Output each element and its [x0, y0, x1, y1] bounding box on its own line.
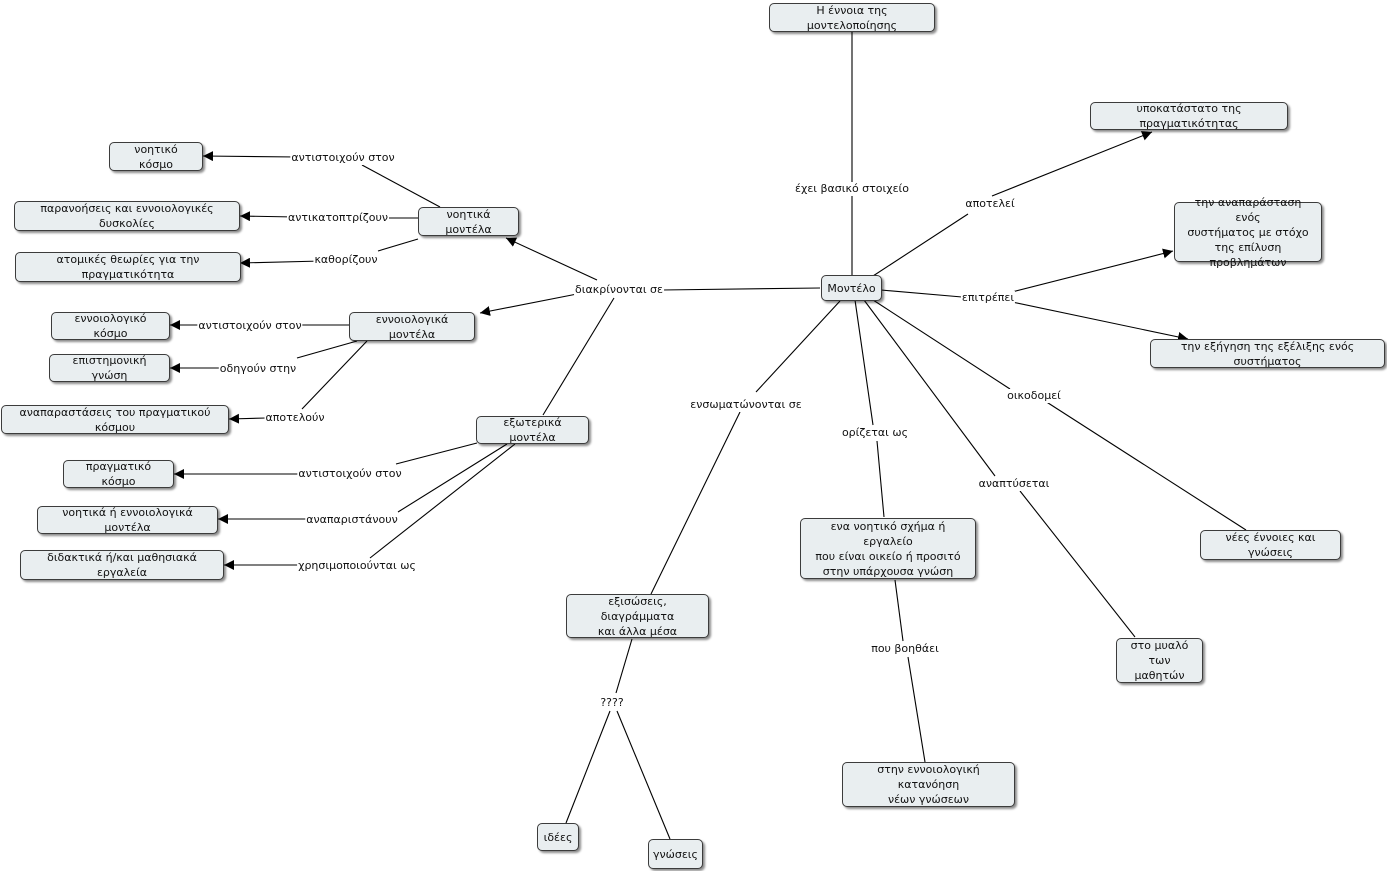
concept-node-scientific-knowledge[interactable]: επιστημονική γνώση: [49, 354, 170, 382]
link-line: [542, 297, 615, 416]
link-line: [202, 151, 298, 162]
link-line: [907, 656, 926, 763]
concept-node-mental-or-conceptual[interactable]: νοητικά ή εννοιολογικά μοντέλα: [37, 506, 218, 534]
link-line: [1011, 301, 1189, 342]
link-label-determine: καθορίζουν: [313, 253, 379, 267]
concept-node-didactic-tools[interactable]: διδακτικά ή/και μαθησιακά εργαλεία: [20, 550, 224, 580]
concept-node-individual-theories[interactable]: ατομικές θεωρίες για την πραγματικότητα: [15, 252, 241, 282]
link-line: [991, 131, 1153, 197]
link-label-builds: οικοδομεί: [1006, 389, 1062, 403]
link-line: [361, 164, 441, 208]
concept-node-new-concepts[interactable]: νέες έννοιες και γνώσεις: [1200, 530, 1341, 560]
link-line: [894, 579, 904, 642]
concept-node-real-world[interactable]: πραγματικό κόσμο: [63, 460, 174, 488]
concept-node-model[interactable]: Μοντέλο: [821, 275, 882, 301]
concept-node-modeling[interactable]: Η έννοια της μοντελοποίησης: [769, 3, 935, 32]
link-line: [228, 413, 267, 424]
link-line: [377, 238, 419, 252]
link-line: [395, 442, 478, 465]
link-line: [869, 297, 1011, 390]
link-label-develops: αναπτύσεται: [977, 477, 1051, 491]
concept-node-conceptual-models[interactable]: εννοιολογικά μοντέλα: [349, 312, 475, 341]
concept-node-misconceptions[interactable]: παρανοήσεις και εννοιολογικές δυσκολίες: [14, 201, 240, 231]
link-line: [1044, 400, 1247, 531]
link-label-lead-to: οδηγούν στην: [218, 362, 298, 376]
link-line: [872, 213, 969, 277]
link-label-defined-as: ορίζεται ως: [840, 426, 910, 440]
link-line: [876, 440, 885, 518]
link-line: [880, 289, 963, 298]
link-line: [615, 638, 633, 694]
link-line: [863, 299, 996, 477]
concept-node-mental-world[interactable]: νοητικό κόσμο: [109, 142, 203, 171]
link-line: [239, 211, 296, 222]
concept-node-representation[interactable]: την αναπαράσταση ενός συστήματος με στόχ…: [1174, 196, 1322, 269]
link-line: [565, 710, 611, 824]
link-line: [397, 443, 508, 513]
link-label-has-basic-element: έχει βασικό στοιχείο: [794, 182, 910, 196]
link-label-constitutes: αποτελεί: [964, 197, 1016, 211]
concept-node-representations[interactable]: αναπαραστάσεις του πραγματικού κόσμου: [1, 405, 229, 434]
link-line: [239, 257, 323, 268]
link-line: [479, 293, 578, 316]
link-line: [505, 237, 598, 281]
link-label-reflect: αντικατοπτρίζουν: [287, 211, 389, 225]
link-label-distinguished-into: διακρίνονται σε: [574, 283, 664, 297]
concept-node-ideas[interactable]: ιδέες: [537, 823, 579, 851]
link-line: [296, 340, 358, 359]
link-label-which-helps: που βοηθάει: [870, 642, 940, 656]
concept-node-mental-models[interactable]: νοητικά μοντέλα: [418, 207, 519, 236]
concept-node-substitute[interactable]: υποκατάστατο της πραγματικότητας: [1090, 102, 1288, 130]
link-line: [854, 299, 874, 426]
link-line: [1011, 248, 1174, 293]
link-label-constitute: αποτελούν: [264, 411, 326, 425]
link-label-incorporated-in: ενσωματώνονται σε: [689, 398, 803, 412]
concept-node-students-mind[interactable]: στο μυαλό των μαθητών: [1116, 638, 1203, 683]
concept-node-mental-schema[interactable]: ενα νοητικό σχήμα ή εργαλείο που είναι ο…: [800, 518, 976, 579]
link-line: [616, 710, 671, 840]
link-line: [369, 443, 516, 559]
link-line: [661, 287, 821, 291]
concept-node-knowledge[interactable]: γνώσεις: [648, 839, 703, 869]
concept-node-conceptual-understanding[interactable]: στην εννοιολογική κατανόηση νέων γνώσεων: [842, 762, 1015, 807]
link-label-used-as: χρησιμοποιούνται ως: [297, 559, 417, 573]
link-line: [301, 340, 368, 410]
link-label-correspond-to: αντιστοιχούν στον: [297, 467, 403, 481]
link-line: [1019, 490, 1136, 638]
link-label-allows: επιτρέπει: [960, 291, 1016, 305]
concept-node-equations[interactable]: εξισώσεις, διαγράμματα και άλλα μέσα: [566, 594, 709, 638]
link-label-represent: αναπαριστάνουν: [305, 513, 399, 527]
link-line: [650, 411, 741, 595]
link-label-question: ????: [599, 696, 625, 710]
link-line: [755, 300, 841, 393]
concept-node-conceptual-world[interactable]: εννοιολογικό κόσμο: [51, 312, 170, 340]
concept-node-explanation[interactable]: την εξήγηση της εξέλιξης ενός συστήματος: [1150, 339, 1385, 368]
link-label-correspond-to: αντιστοιχούν στον: [197, 319, 303, 333]
concept-node-external-models[interactable]: εξωτερικά μοντέλα: [476, 416, 589, 444]
link-label-correspond-to: αντιστοιχούν στον: [290, 151, 396, 165]
